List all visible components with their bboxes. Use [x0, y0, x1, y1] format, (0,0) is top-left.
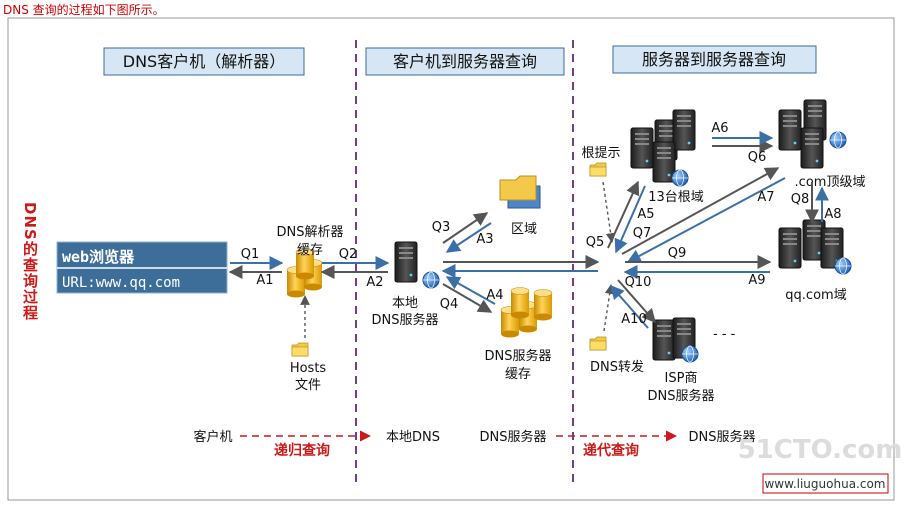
arrow-q7 [621, 167, 780, 255]
watermark-url: www.liuguohua.com [762, 473, 889, 494]
web-browser: web浏览器 URL:www.qq.com [56, 241, 228, 294]
label-a2: A2 [366, 275, 383, 290]
dns-forward-folder-icon [589, 336, 607, 351]
bottom-dns-server-label-2: DNS服务器 [689, 429, 756, 445]
label-q5: Q5 [586, 235, 605, 250]
label-q8: Q8 [791, 192, 810, 207]
label-q6: Q6 [748, 150, 767, 165]
label-a3: A3 [476, 232, 493, 247]
label-q2: Q2 [339, 247, 358, 262]
root-domains-label: 13台根域 [648, 190, 704, 205]
header-client: DNS客户机（解析器） [103, 47, 305, 76]
hosts-label-1: Hosts [290, 361, 327, 376]
browser-url: URL:www.qq.com [62, 275, 180, 291]
label-a8: A8 [824, 207, 841, 222]
header-client-to-server-label: 客户机到服务器查询 [393, 52, 537, 71]
header-server-to-server-label: 服务器到服务器查询 [642, 50, 786, 69]
caption: DNS 查询的过程如下图所示。 [3, 3, 165, 17]
qq-domain-label: qq.com域 [785, 288, 846, 303]
arrow-a4 [445, 276, 496, 305]
watermark-url-label: www.liuguohua.com [764, 477, 885, 491]
label-q4: Q4 [440, 297, 459, 312]
iterative-label: 递代查询 [583, 442, 639, 459]
isp-more-label: - - - [713, 327, 736, 342]
root-hints-folder-icon [589, 162, 607, 177]
header-server-to-server: 服务器到服务器查询 [612, 45, 817, 74]
arrow-a5 [614, 185, 646, 254]
header-client-to-server: 客户机到服务器查询 [365, 47, 565, 76]
bottom-local-dns-label: 本地DNS [386, 430, 440, 445]
label-a4: A4 [486, 288, 503, 303]
label-q3: Q3 [432, 220, 451, 235]
dns-cache-label-2: 缓存 [505, 367, 531, 382]
label-q9: Q9 [668, 246, 687, 261]
isp-label-1: ISP商 [665, 371, 698, 386]
arrow-a3 [445, 222, 492, 253]
recursive-label: 递归查询 [274, 442, 330, 459]
label-a6: A6 [711, 121, 728, 136]
label-a1: A1 [256, 273, 273, 288]
label-a10: A10 [621, 312, 646, 327]
label-q1: Q1 [241, 247, 260, 262]
hosts-label-2: 文件 [295, 378, 321, 393]
bottom-dns-server-label-1: DNS服务器 [480, 429, 547, 445]
zone-label: 区域 [511, 222, 537, 237]
zone-icon [499, 175, 541, 209]
arrow-q5 [607, 180, 640, 249]
dns-cache-label-1: DNS服务器 [485, 348, 552, 364]
arrow-q3 [442, 212, 489, 244]
resolver-cache-label-1: DNS解析器 [277, 225, 344, 240]
isp-server-icon [652, 317, 699, 363]
local-dns-label-1: 本地 [392, 296, 418, 311]
resolver-cache-label-2: 缓存 [297, 243, 323, 258]
root-hints-arrow [602, 181, 616, 243]
dns-forward-label: DNS转发 [590, 359, 644, 375]
label-a7: A7 [757, 190, 774, 205]
label-a5: A5 [637, 207, 654, 222]
header-client-label: DNS客户机（解析器） [123, 52, 285, 71]
watermark-brand: 51CTO.com [738, 435, 903, 465]
side-title: DNS的查询过程 [21, 202, 39, 321]
isp-label-2: DNS服务器 [648, 388, 715, 404]
label-q10: Q10 [625, 275, 652, 290]
local-dns-label-2: DNS服务器 [372, 312, 439, 328]
com-domain-label: .com顶级域 [795, 175, 866, 190]
bottom-client-label: 客户机 [193, 429, 232, 445]
dns-forward-arrow [603, 284, 615, 332]
label-a9: A9 [748, 273, 765, 288]
label-q7: Q7 [633, 226, 652, 241]
arrow-a10 [610, 284, 649, 329]
root-hints-label: 根提示 [581, 145, 620, 161]
hosts-folder-icon [291, 342, 309, 357]
arrow-a7 [626, 177, 786, 263]
browser-title: web浏览器 [62, 248, 135, 266]
